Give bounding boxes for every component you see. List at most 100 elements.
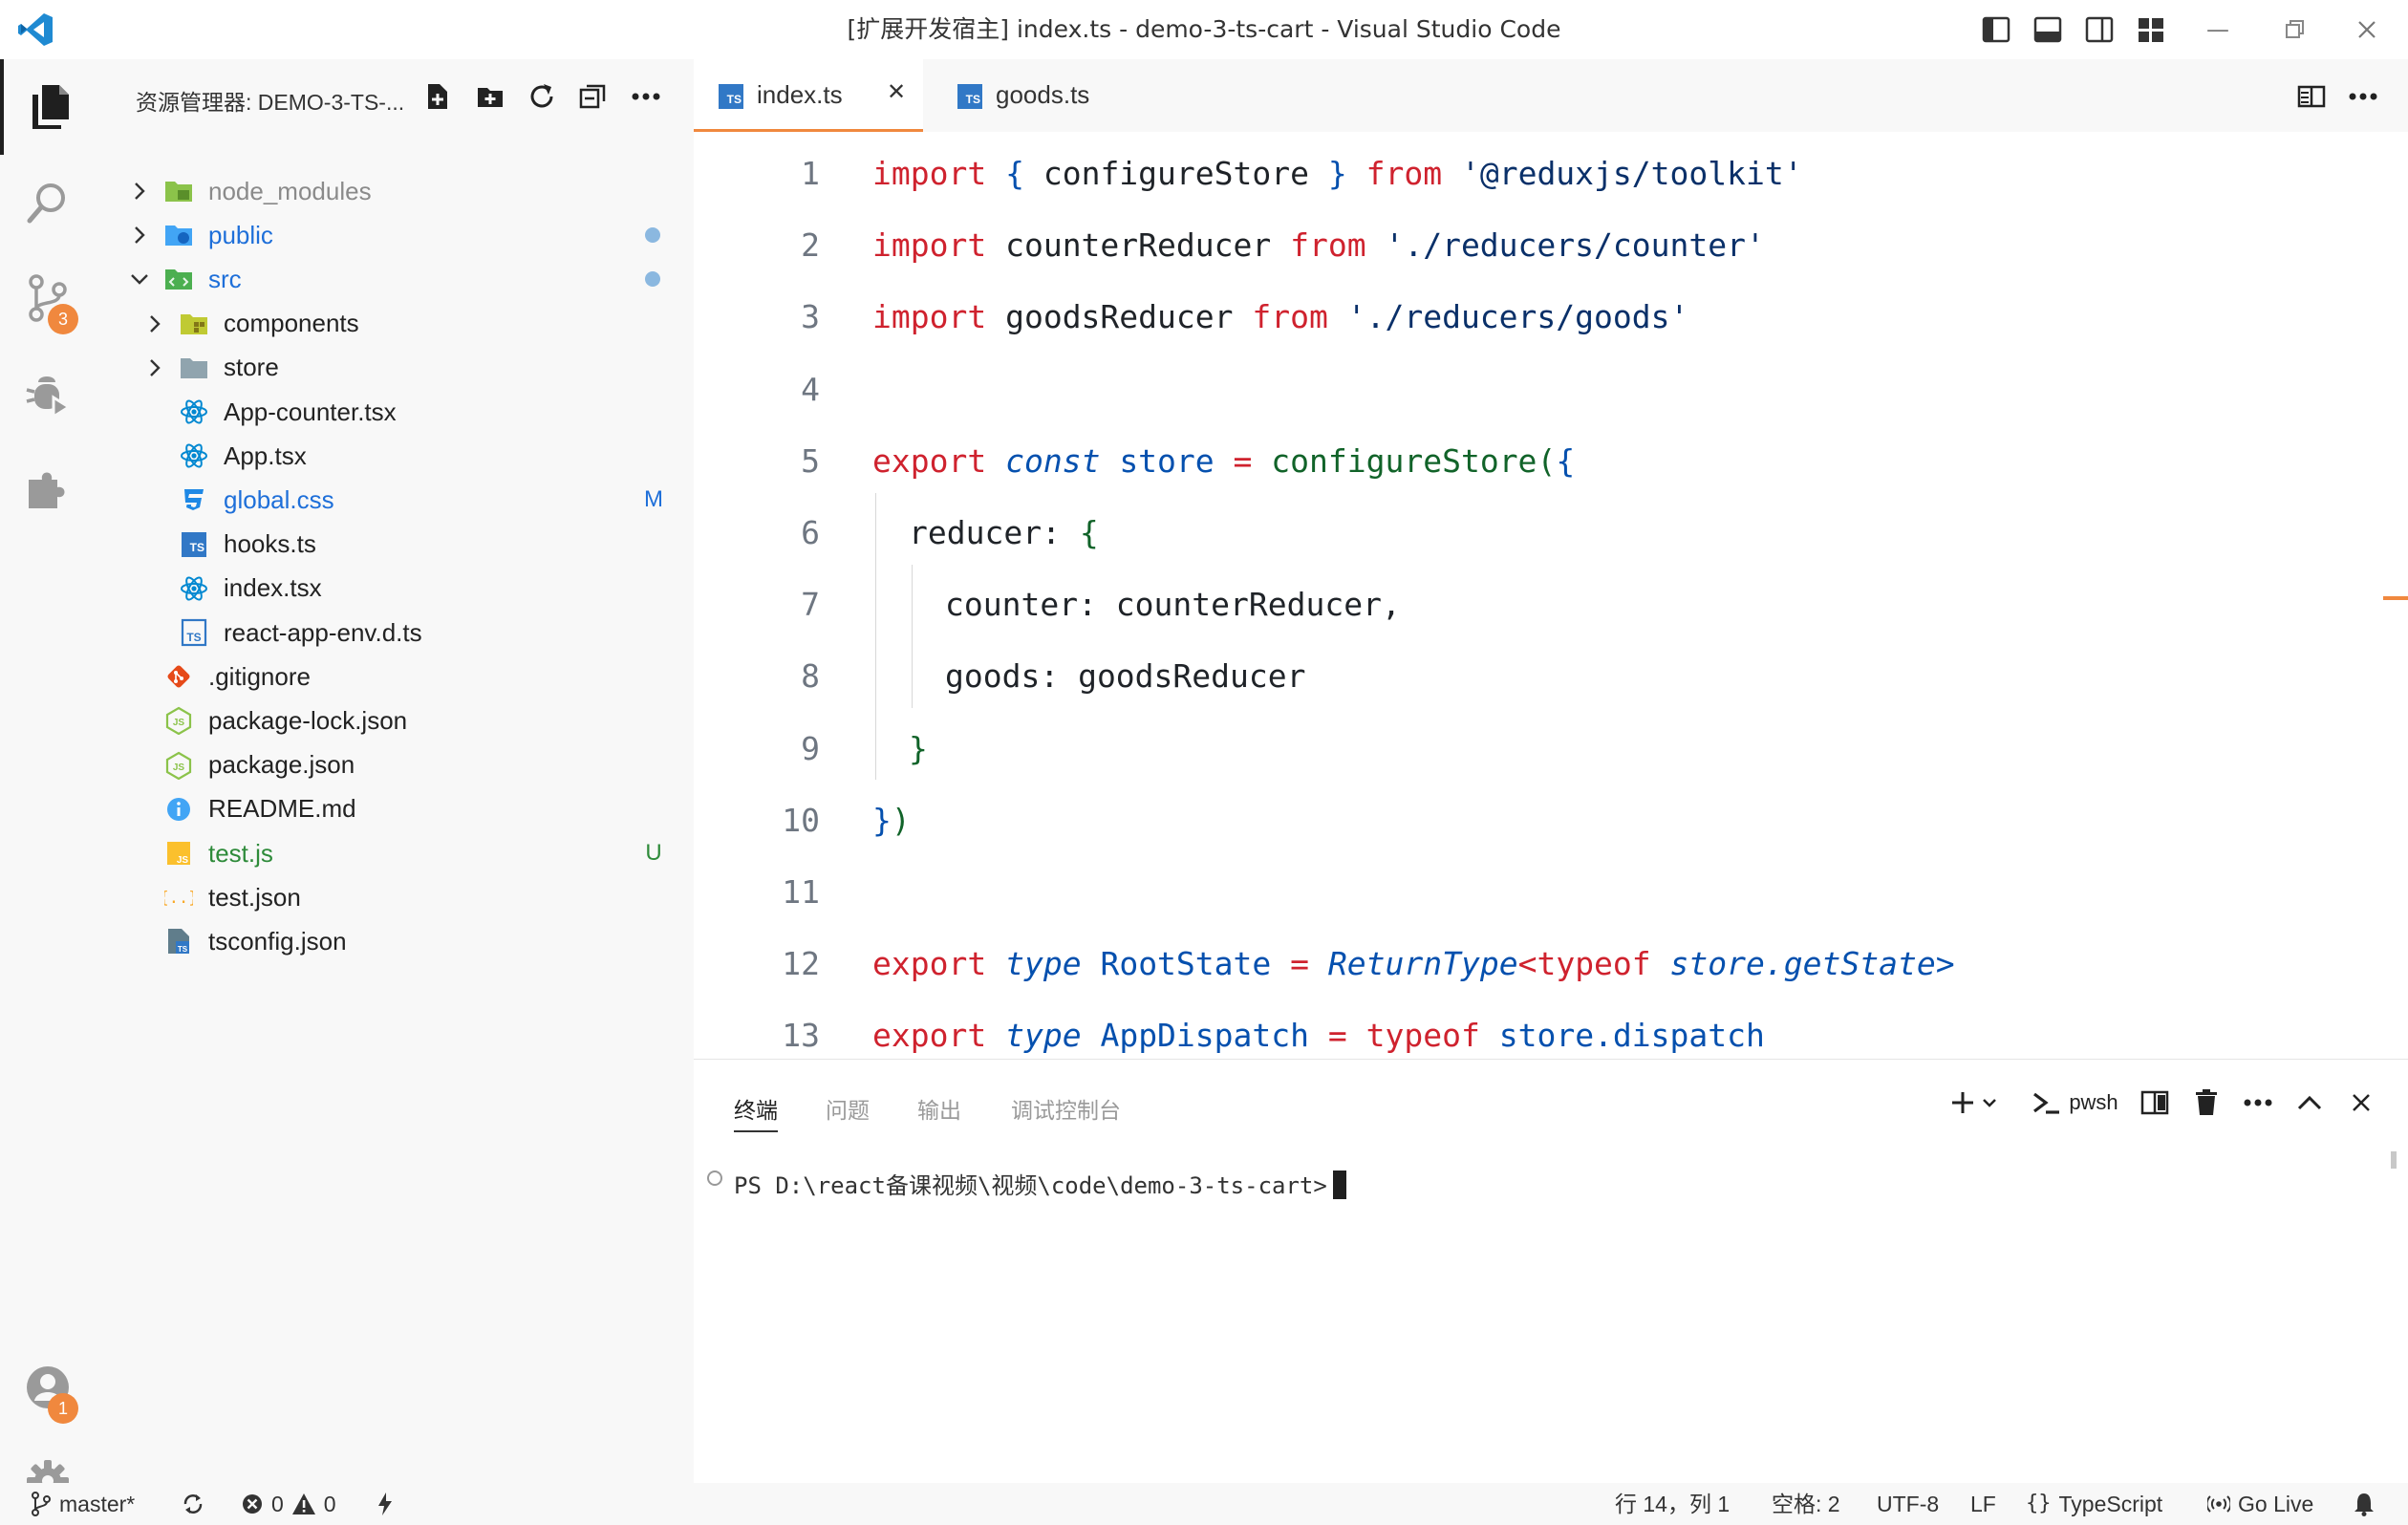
code-token (1347, 155, 1366, 192)
activity-search[interactable] (0, 155, 96, 250)
code-line[interactable]: 10}) (694, 787, 2408, 859)
tab-goods-ts[interactable]: TS goods.ts (923, 59, 1114, 132)
maximize-panel-button[interactable] (2293, 1086, 2326, 1119)
tree-file[interactable]: {..}test.json (96, 875, 694, 919)
activity-accounts[interactable]: 1 (0, 1340, 96, 1435)
terminal[interactable]: PS D:\react备课视频\视频\code\demo-3-ts-cart> (694, 1155, 2408, 1213)
code-line[interactable]: 9} (694, 716, 2408, 787)
tree-file[interactable]: README.md (96, 787, 694, 831)
toggle-primary-sidebar-icon[interactable] (1982, 15, 2010, 44)
tab-index-ts[interactable]: TS index.ts ✕ (694, 59, 923, 132)
code-token: counterReducer (986, 226, 1291, 265)
trash-icon (2196, 1089, 2217, 1115)
activity-explorer[interactable] (0, 59, 96, 155)
chevron-down-icon[interactable] (128, 268, 151, 290)
tree-folder[interactable]: src (96, 257, 694, 301)
chevron-right-icon[interactable] (128, 180, 151, 203)
minimize-icon[interactable]: — (2206, 16, 2229, 43)
problems-status[interactable]: 0 0 (241, 1483, 336, 1525)
tree-file[interactable]: App-counter.tsx (96, 390, 694, 434)
tree-item-label: package-lock.json (208, 705, 408, 735)
toggle-panel-icon[interactable] (2033, 15, 2062, 44)
tree-file[interactable]: .gitignore (96, 655, 694, 698)
activity-source-control[interactable]: 3 (0, 250, 96, 346)
terminal-status-circle-icon (707, 1171, 722, 1186)
sync-status[interactable] (182, 1483, 204, 1525)
refresh-button[interactable] (526, 80, 558, 113)
go-live-status[interactable]: Go Live (2207, 1483, 2313, 1525)
panel-tab-debug-console[interactable]: 调试控制台 (1011, 1098, 1121, 1123)
line-number: 12 (782, 945, 820, 983)
terminal-scrollbar[interactable] (2391, 1151, 2397, 1169)
svg-text:JS: JS (177, 855, 189, 866)
collapse-all-button[interactable] (577, 80, 610, 113)
panel-tab-output[interactable]: 输出 (917, 1098, 961, 1123)
line-number: 10 (782, 801, 820, 839)
code-token: import (872, 226, 987, 265)
panel-more-button[interactable] (2242, 1086, 2274, 1119)
panel-tab-problems[interactable]: 问题 (826, 1098, 870, 1123)
chevron-right-icon[interactable] (143, 312, 166, 335)
chevron-right-icon[interactable] (143, 356, 166, 379)
notifications-status[interactable] (2353, 1483, 2376, 1525)
tree-file[interactable]: App.tsx (96, 434, 694, 478)
new-file-button[interactable] (421, 80, 454, 113)
branch-status[interactable]: master* (31, 1483, 135, 1525)
more-actions-button[interactable] (630, 80, 662, 113)
split-terminal-button[interactable] (2139, 1086, 2171, 1119)
tree-folder[interactable]: public (96, 213, 694, 257)
restore-icon[interactable] (2280, 15, 2309, 44)
lightning-status[interactable] (376, 1483, 394, 1525)
lightning-icon (378, 1493, 392, 1515)
tree-folder[interactable]: node_modules (96, 169, 694, 213)
customize-layout-icon[interactable] (2137, 15, 2165, 44)
code-line[interactable]: 11 (694, 859, 2408, 931)
tab-close-icon[interactable]: ✕ (887, 79, 907, 105)
tree-file[interactable]: index.tsx (96, 567, 694, 611)
new-terminal-button[interactable] (1949, 1086, 2007, 1119)
editor-more-actions-button[interactable] (2347, 80, 2379, 113)
activity-extensions[interactable] (0, 441, 96, 537)
code-token: '@reduxjs/toolkit' (1460, 155, 1803, 192)
indentation-status[interactable]: 空格: 2 (1772, 1492, 1840, 1516)
encoding-status[interactable]: UTF-8 (1877, 1492, 1940, 1516)
chevron-right-icon[interactable] (128, 224, 151, 247)
tree-folder[interactable]: store (96, 346, 694, 390)
kill-terminal-button[interactable] (2190, 1086, 2223, 1119)
language-status[interactable]: {} TypeScript (2026, 1483, 2162, 1525)
code-line[interactable]: 4 (694, 356, 2408, 428)
broadcast-icon (2207, 1495, 2230, 1513)
new-folder-button[interactable] (474, 80, 506, 113)
toggle-secondary-sidebar-icon[interactable] (2085, 15, 2114, 44)
terminal-shell-button[interactable]: pwsh (2028, 1086, 2123, 1119)
language-label: TypeScript (2058, 1492, 2163, 1516)
activity-run-debug[interactable] (0, 346, 96, 441)
code-token: { (1079, 514, 1099, 551)
eol-status[interactable]: LF (1970, 1492, 1996, 1516)
tree-folder[interactable]: components (96, 302, 694, 346)
cursor-position-status[interactable]: 行 14，列 1 (1615, 1492, 1731, 1516)
react-icon (180, 397, 208, 426)
close-panel-button[interactable] (2345, 1086, 2377, 1119)
split-editor-button[interactable] (2295, 80, 2328, 113)
line-number: 13 (782, 1017, 820, 1055)
close-window-icon[interactable] (2353, 15, 2381, 44)
panel-tab-terminal[interactable]: 终端 (734, 1092, 778, 1132)
